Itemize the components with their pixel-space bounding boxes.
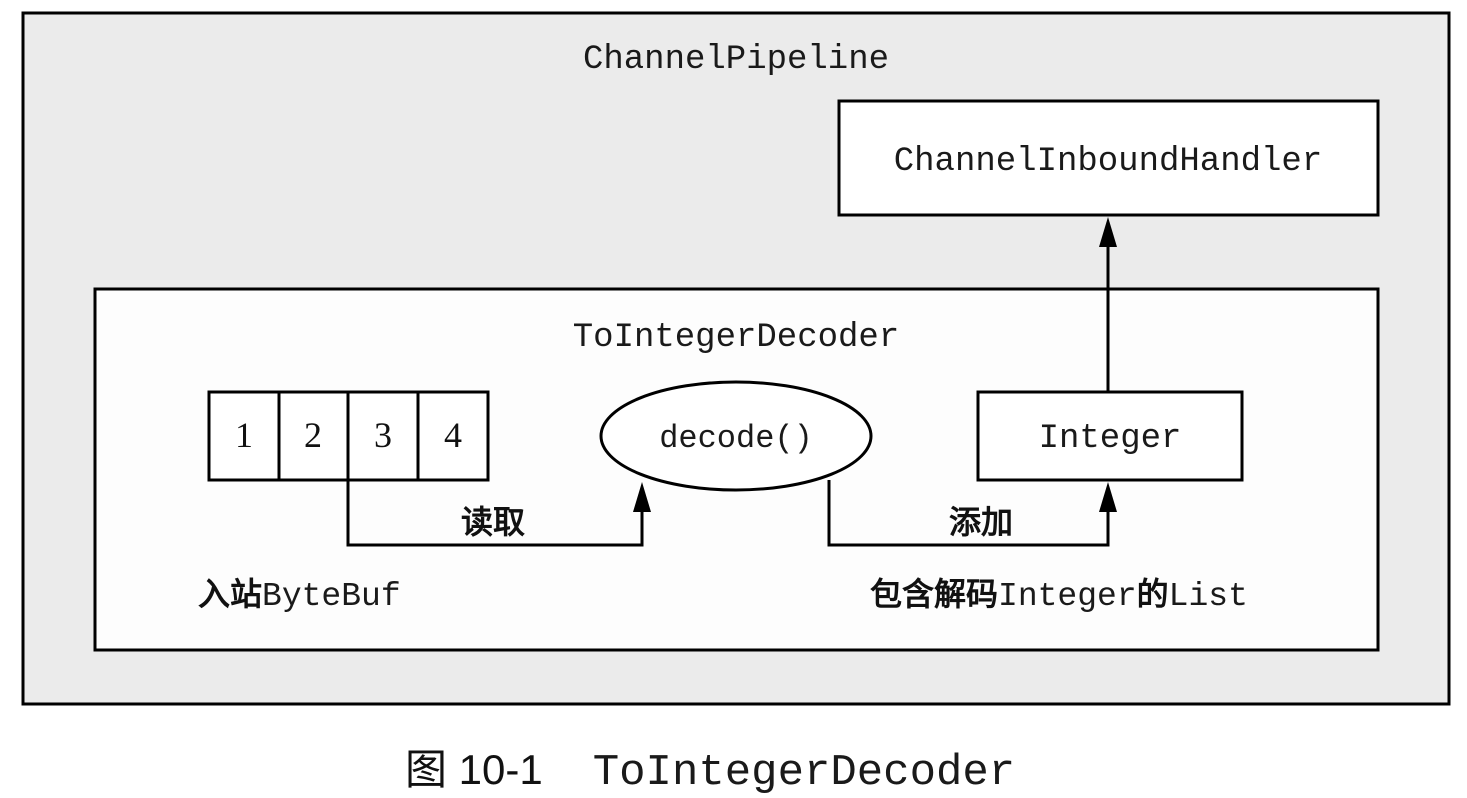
read-edge-line bbox=[346, 480, 644, 547]
channel-pipeline-label: ChannelPipeline bbox=[583, 41, 889, 79]
decode-method-ellipse bbox=[599, 380, 873, 492]
bytebuf-cell-1-text: 1 bbox=[235, 415, 253, 455]
decode-method-label: decode() bbox=[659, 420, 813, 457]
add-edge-label: 添加 bbox=[949, 503, 1013, 541]
bytebuf-cells: 1 2 3 4 bbox=[207, 390, 490, 482]
to-integer-decoder-label: ToIntegerDecoder bbox=[573, 319, 899, 357]
channel-inbound-handler-box bbox=[837, 99, 1380, 217]
read-edge-arrowhead bbox=[633, 482, 651, 512]
integer-box-label: Integer bbox=[1039, 420, 1182, 458]
bytebuf-cell-2-text: 2 bbox=[304, 415, 322, 455]
channel-inbound-handler-label: ChannelInboundHandler bbox=[894, 143, 1322, 181]
integer-box bbox=[976, 390, 1244, 482]
output-list-caption-cn-2: 的 bbox=[1137, 575, 1169, 613]
bytebuf-cell-2 bbox=[277, 390, 350, 482]
bytebuf-caption-code: ByteBuf bbox=[262, 578, 401, 615]
bytebuf-cell-3-text: 3 bbox=[374, 415, 392, 455]
output-list-caption-code-2: List bbox=[1169, 578, 1248, 615]
read-edge-label: 读取 bbox=[461, 503, 525, 541]
add-edge-arrowhead bbox=[1099, 482, 1117, 512]
add-edge-line bbox=[827, 480, 1110, 547]
bytebuf-cell-4-text: 4 bbox=[444, 415, 462, 455]
bytebuf-caption: 入站ByteBuf bbox=[198, 575, 401, 615]
output-list-caption-cn-1: 包含解码 bbox=[870, 575, 998, 613]
bytebuf-cell-3 bbox=[346, 390, 420, 482]
bytebuf-cell-4 bbox=[416, 390, 490, 482]
figure-caption: 图 10-1 ToIntegerDecoder bbox=[405, 746, 1015, 798]
forward-edge-arrowhead bbox=[1099, 217, 1117, 247]
output-list-caption: 包含解码Integer的List bbox=[870, 575, 1248, 615]
figure-title: ToIntegerDecoder bbox=[593, 748, 1015, 798]
figure-number: 图 10-1 bbox=[405, 746, 543, 793]
output-list-caption-code-1: Integer bbox=[998, 578, 1137, 615]
bytebuf-caption-cn: 入站 bbox=[198, 575, 262, 613]
